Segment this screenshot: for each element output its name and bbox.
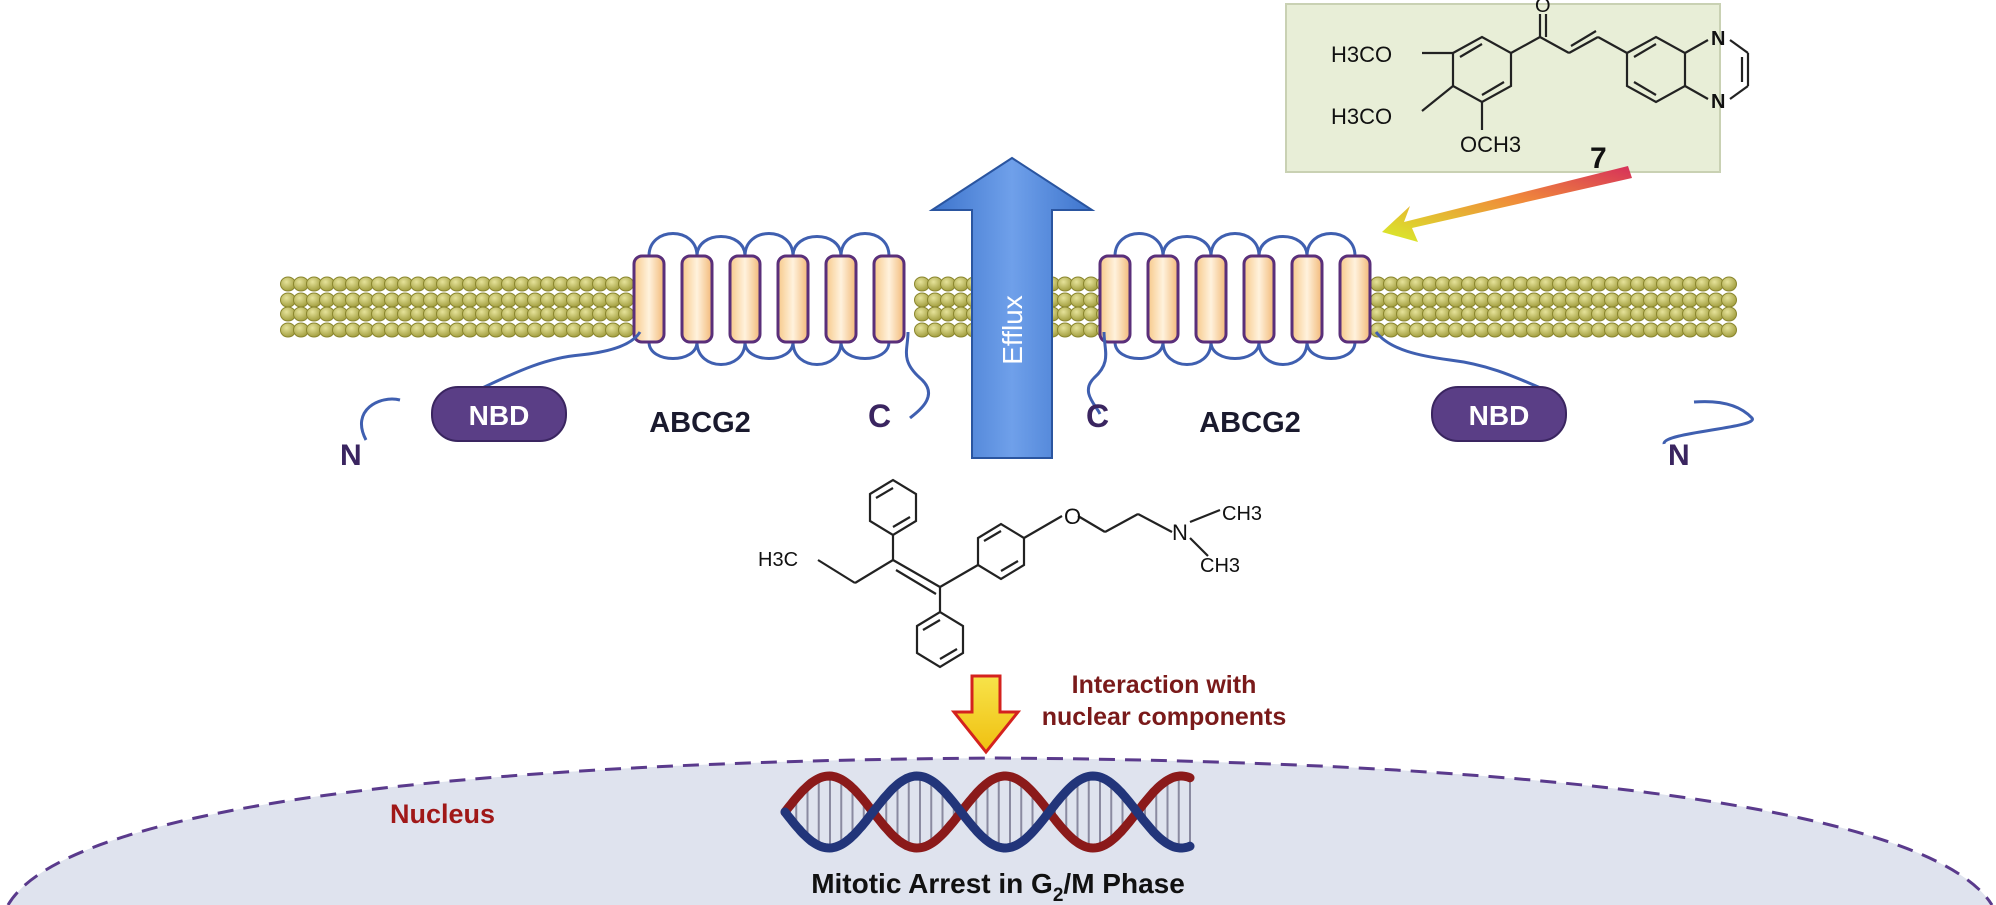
nucleus-label: Nucleus (390, 799, 495, 829)
extracellular-loop (743, 232, 795, 257)
intracellular-loop (743, 341, 795, 360)
nbd-label-left: NBD (469, 400, 530, 431)
dna-strand-blue (780, 771, 1195, 853)
extracellular-loop (791, 235, 843, 257)
intracellular-loop (1257, 341, 1309, 366)
intracellular-loop (1209, 341, 1261, 360)
lipid-tail-outer (618, 292, 634, 308)
compound-box-background (1285, 3, 1721, 173)
compound-nitrogen-bottom: N (1711, 91, 1725, 113)
transmembrane-helix (728, 254, 762, 344)
transmembrane-helix (824, 254, 858, 344)
transmembrane-helix (776, 254, 810, 344)
abcg2-label-left: ABCG2 (649, 407, 751, 439)
intracellular-loop (1161, 341, 1213, 366)
lipid-head-outer (1721, 276, 1737, 292)
n-terminus-right: N (1668, 439, 1690, 472)
transmembrane-helix (1194, 254, 1228, 344)
extracellular-loop (839, 232, 891, 257)
interaction-arrow (950, 674, 1022, 755)
n-terminus-left: N (340, 439, 362, 472)
lipid-tail-inner (1721, 306, 1737, 322)
nuclear-envelope (6, 756, 1994, 905)
mitotic-arrest-caption: Mitotic Arrest in G2/M Phase (811, 868, 1185, 905)
extracellular-loop (1305, 232, 1357, 257)
extracellular-loop (1257, 235, 1309, 257)
lipid-tail-outer (1721, 292, 1737, 308)
drug-methyl-bottom: CH3 (1200, 555, 1240, 577)
abcg2-right-c-tail (1086, 331, 1108, 415)
lipid-bilayer (280, 276, 1737, 338)
lipid-head-inner (618, 322, 634, 338)
abcg2-right-loops (1113, 232, 1357, 366)
lipid-tail-inner (618, 306, 634, 322)
lipid-head-inner (1721, 322, 1737, 338)
transmembrane-helix (1098, 254, 1132, 344)
dna-strand-red (780, 771, 1195, 853)
efflux-label: Efflux (997, 295, 1028, 365)
abcg2-left-loops (647, 232, 891, 366)
interaction-text-line2: nuclear components (1042, 703, 1287, 731)
transmembrane-helix (1242, 254, 1276, 344)
compound-sub-h3co-bottom: H3CO (1331, 104, 1392, 129)
intracellular-loop (1113, 341, 1165, 360)
dna-double-helix (780, 771, 1195, 853)
c-terminus-left: C (868, 398, 891, 434)
extracellular-loop (647, 232, 699, 257)
extracellular-loop (1113, 232, 1165, 257)
nucleus-body (8, 758, 1992, 905)
compound-pointer-arrow (1382, 166, 1632, 242)
compound-carbonyl-o: O (1535, 0, 1551, 17)
efflux-arrow: Efflux (928, 156, 1096, 459)
abcg2-right-n-tail (1662, 400, 1754, 445)
intracellular-loop (839, 341, 891, 360)
compound-7-structure (1421, 14, 1750, 130)
nucleus: Nucleus Mitotic Arrest in G2/M Phase (6, 756, 1994, 905)
intracellular-loop (791, 341, 843, 366)
transmembrane-helix (1146, 254, 1180, 344)
lipid-head-outer (618, 276, 634, 292)
abcg2-right-nbd-linker (1374, 331, 1561, 398)
nbd-domain-left (431, 386, 567, 442)
intracellular-loop (695, 341, 747, 366)
abcg2-left: NBD N C ABCG2 (340, 232, 931, 472)
extracellular-loop (1161, 235, 1213, 257)
transmembrane-helix (1290, 254, 1324, 344)
drug-methyl-left: H3C (758, 549, 798, 571)
abcg2-right: NBD N C ABCG2 (1086, 232, 1754, 472)
extracellular-loop (695, 235, 747, 257)
drug-methyl-top: CH3 (1222, 503, 1262, 525)
compound-sub-h3co-top: H3CO (1331, 42, 1392, 67)
interaction-text-line1: Interaction with (1072, 671, 1257, 699)
nbd-label-right: NBD (1469, 400, 1530, 431)
extracellular-loop (1209, 232, 1261, 257)
c-terminus-right: C (1086, 398, 1109, 434)
abcg2-left-c-tail (905, 331, 931, 420)
transmembrane-helix (872, 254, 906, 344)
compound-sub-och3: OCH3 (1460, 132, 1521, 157)
drug-oxygen: O (1064, 504, 1081, 529)
abcg2-right-helices (1098, 254, 1372, 344)
transmembrane-helix (680, 254, 714, 344)
intracellular-loop (1305, 341, 1357, 360)
compound-number-label: 7 (1590, 142, 1607, 175)
compound-7-panel: H3CO H3CO OCH3 O N N 7 (1285, 0, 1750, 175)
compound-nitrogen-top: N (1711, 28, 1725, 50)
intracellular-loop (647, 341, 699, 360)
abcg2-label-right: ABCG2 (1199, 407, 1301, 439)
drug-nitrogen: N (1172, 520, 1188, 545)
abcg2-left-helices (632, 254, 906, 344)
transmembrane-helix (632, 254, 666, 344)
nbd-domain-right (1431, 386, 1567, 442)
drug-structure: O N CH3 CH3 H3C (758, 478, 1262, 669)
transmembrane-helix (1338, 254, 1372, 344)
abcg2-left-n-tail (359, 397, 401, 441)
